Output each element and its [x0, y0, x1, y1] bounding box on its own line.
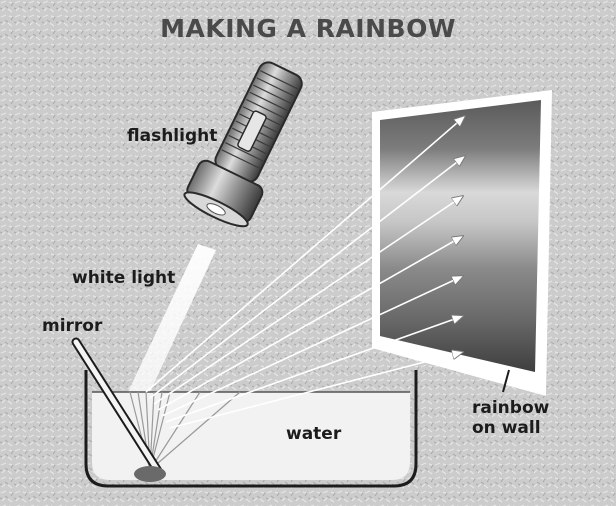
flashlight-label: flashlight: [127, 126, 218, 146]
diagram-title: MAKING A RAINBOW: [160, 14, 456, 43]
wall: [372, 90, 552, 396]
flashlight: [183, 61, 303, 228]
rainbow-label-line2: on wall: [472, 418, 541, 438]
water-dish: [84, 370, 418, 488]
water-label: water: [286, 424, 342, 444]
white-light-label: white light: [72, 268, 176, 288]
mirror: [71, 337, 166, 482]
rainbow-on-wall-label: rainbow on wall: [472, 398, 549, 438]
white-light-beam: [128, 244, 216, 392]
light-rays: [145, 116, 465, 429]
rainbow-label-line1: rainbow: [472, 398, 550, 418]
mirror-label: mirror: [42, 316, 103, 336]
